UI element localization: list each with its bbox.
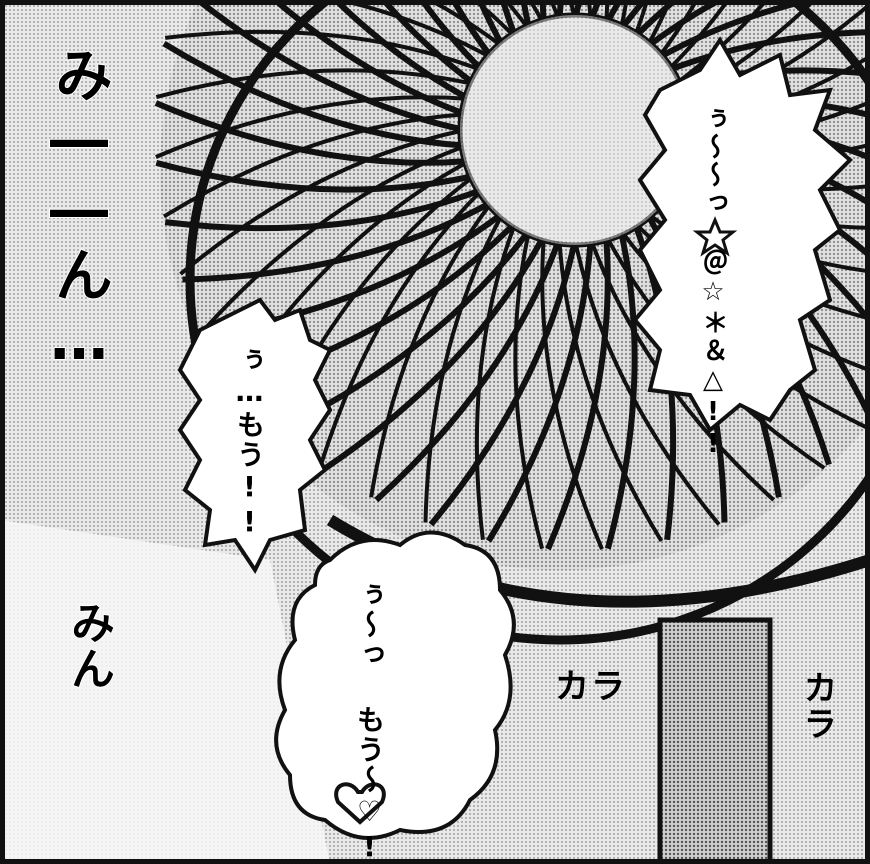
sfx-kara-2: カラ [797,670,837,742]
background-light [0,520,330,864]
fan-spoke [319,188,484,466]
fan-spoke [369,200,494,498]
bubble-bottom [274,530,516,840]
fan-spoke [425,0,505,49]
fan-spoke [573,239,721,526]
fan-spoke [164,29,484,73]
fan-spoke [471,0,517,39]
fan-spoke [557,238,664,543]
star-icon [692,216,738,257]
fan-spoke [164,186,484,232]
sfx-mi-n-long: み――ん… [44,44,114,376]
fan-spoke [474,221,518,541]
fan-spoke [155,68,476,100]
fan-stand [657,617,773,864]
sfx-mi-n-short: みん [62,599,115,693]
fan-spoke [666,29,870,74]
fan-spoke [155,95,470,159]
bubble-right-text: ぅ〜〜っ ＠☆＊＆△!! [698,105,728,461]
fan-spoke [513,229,545,550]
fan-spoke [203,143,467,331]
sfx-kara-1: カラ [555,667,627,707]
fan-spoke [379,0,477,87]
fan-spoke [162,112,467,219]
fan-spoke [645,0,673,48]
bubble-left-text: ぅ…もう!! [233,345,266,540]
heart-icon [334,782,386,825]
fan-spoke [540,235,604,550]
fan-spoke [656,0,699,60]
bubble-bottom-text: ぅ〜っ もう〜♡!! [353,580,386,864]
bubble-left [177,297,333,574]
fan-spoke [423,212,505,523]
bubble-right [632,36,853,434]
fan-spoke [179,128,466,276]
fan-spoke [666,0,731,72]
